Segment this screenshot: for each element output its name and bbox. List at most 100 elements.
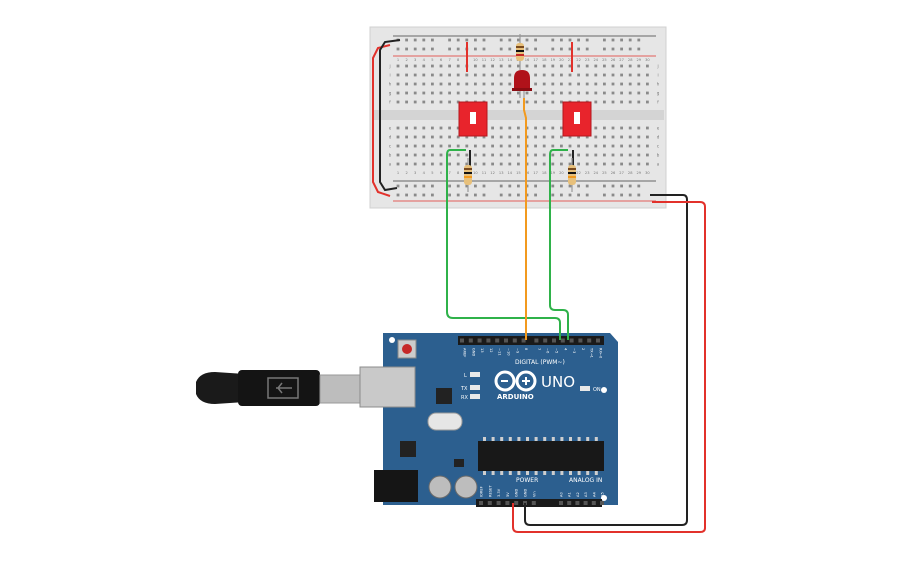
digital-pin-label: 12 (489, 348, 493, 353)
analog-pin-hole[interactable] (575, 501, 580, 505)
led-tx-label: TX (460, 386, 468, 392)
digital-pin-hole[interactable] (552, 338, 556, 343)
resistor-pulldown-2 (568, 158, 576, 192)
bb-col-number: 24 (594, 58, 599, 62)
digital-pin-label: 13 (480, 348, 484, 353)
bb-col-number: 1 (397, 58, 399, 62)
bb-col-number: 2 (405, 58, 407, 62)
usb-jack (359, 366, 416, 408)
bb-col-number: 18 (542, 58, 547, 62)
digital-pin-label: ~6 (546, 348, 550, 354)
bb-col-number: 23 (585, 58, 590, 62)
push-button-2[interactable] (562, 101, 592, 137)
digital-pin-hole[interactable] (486, 338, 491, 343)
bb-col-number: 11 (482, 171, 487, 175)
digital-pin-hole[interactable] (596, 338, 600, 343)
digital-pin-label: 2 (581, 348, 585, 350)
bb-col-number: 29 (637, 171, 642, 175)
power-pin-label: 3.3V (497, 488, 501, 497)
digital-pin-hole[interactable] (587, 338, 592, 343)
bb-col-number: 4 (423, 171, 426, 175)
bb-col-number: 4 (423, 58, 426, 62)
analog-pin-hole[interactable] (591, 501, 596, 505)
power-pin-label: RESET (488, 485, 492, 497)
power-pin-hole[interactable] (496, 501, 501, 505)
wire-black-gnd (524, 194, 688, 526)
bb-row-letter: h (657, 82, 660, 87)
analog-pin-label: A5 (601, 492, 605, 497)
digital-pin-hole[interactable] (534, 338, 539, 343)
bb-col-number: 17 (533, 171, 538, 175)
power-pin-hole[interactable] (505, 501, 510, 505)
bb-col-number: 16 (525, 171, 530, 175)
digital-pin-label: 8 (524, 348, 528, 351)
bb-col-number: 6 (440, 171, 443, 175)
bb-col-number: 3 (414, 171, 416, 175)
bb-row-letter: b (657, 153, 660, 158)
bb-col-number: 22 (576, 58, 581, 62)
reset-button-cap (402, 344, 412, 354)
bb-col-number: 5 (431, 58, 433, 62)
analog-pin-hole[interactable] (600, 501, 604, 505)
push-button-1[interactable] (458, 101, 488, 137)
power-label: POWER (516, 477, 538, 484)
digital-pin-hole[interactable] (560, 338, 565, 343)
bb-col-number: 16 (525, 58, 530, 62)
digital-pin-hole[interactable] (468, 338, 473, 343)
bb-col-number: 13 (499, 58, 504, 62)
analog-pin-hole[interactable] (559, 501, 563, 505)
power-pin-label: IOREF (480, 486, 484, 497)
digital-pin-hole[interactable] (543, 338, 548, 343)
bb-col-number: 14 (508, 171, 513, 175)
digital-pin-label: ~10 (507, 348, 511, 356)
digital-pin-hole[interactable] (477, 338, 482, 343)
wires (372, 39, 706, 533)
wire-orange-led (523, 98, 527, 340)
bb-col-number: 24 (594, 171, 599, 175)
bb-col-number: 18 (542, 171, 547, 175)
bb-col-number: 26 (611, 171, 616, 175)
power-pin-hole[interactable] (531, 501, 536, 505)
bb-col-number: 7 (448, 171, 450, 175)
bb-row-letter: f (657, 100, 659, 105)
power-pin-hole[interactable] (514, 501, 519, 505)
analog-label: ANALOG IN (569, 477, 602, 484)
bb-row-letter: d (657, 135, 660, 140)
analog-pin-label: A4 (592, 492, 596, 497)
red-led (512, 70, 532, 98)
atmega-chip (478, 441, 604, 471)
digital-pin-hole[interactable] (495, 338, 500, 343)
bb-col-number: 17 (533, 58, 538, 62)
digital-pin-hole[interactable] (521, 338, 526, 343)
arduino-uno-board: L TX RX ON ARDUINO UNO DIGITAL (PWM~) PO… (359, 333, 618, 507)
bb-col-number: 29 (637, 58, 642, 62)
power-pin-hole[interactable] (487, 501, 492, 505)
digital-pin-hole[interactable] (512, 338, 517, 343)
analog-pin-label: A1 (568, 492, 572, 497)
bb-col-number: 1 (397, 171, 399, 175)
digital-pin-hole[interactable] (460, 338, 464, 343)
wire-red-5v (512, 201, 706, 533)
breadboard-center-channel (374, 110, 664, 120)
bb-col-number: 13 (499, 171, 504, 175)
digital-pin-hole[interactable] (504, 338, 508, 343)
analog-pin-hole[interactable] (583, 501, 588, 505)
led-l (470, 372, 480, 377)
digital-pin-hole[interactable] (578, 338, 583, 343)
bb-col-number: 5 (431, 171, 433, 175)
digital-pin-label: ~3 (572, 348, 576, 353)
led-on-label: ON (593, 387, 601, 393)
bb-col-number: 11 (482, 58, 487, 62)
power-pin-label: Vin (532, 491, 536, 497)
bb-col-number: 10 (473, 58, 478, 62)
bb-col-number: 22 (576, 171, 581, 175)
bb-col-number: 26 (611, 58, 616, 62)
bb-col-number: 2 (405, 171, 407, 175)
bb-row-letter: e (657, 126, 660, 131)
digital-pin-label: AREF (463, 348, 467, 357)
digital-pin-hole[interactable] (569, 338, 574, 343)
analog-pin-hole[interactable] (567, 501, 572, 505)
usb-chip (436, 388, 452, 404)
power-pin-hole[interactable] (479, 501, 483, 505)
capacitor-2 (454, 475, 478, 499)
